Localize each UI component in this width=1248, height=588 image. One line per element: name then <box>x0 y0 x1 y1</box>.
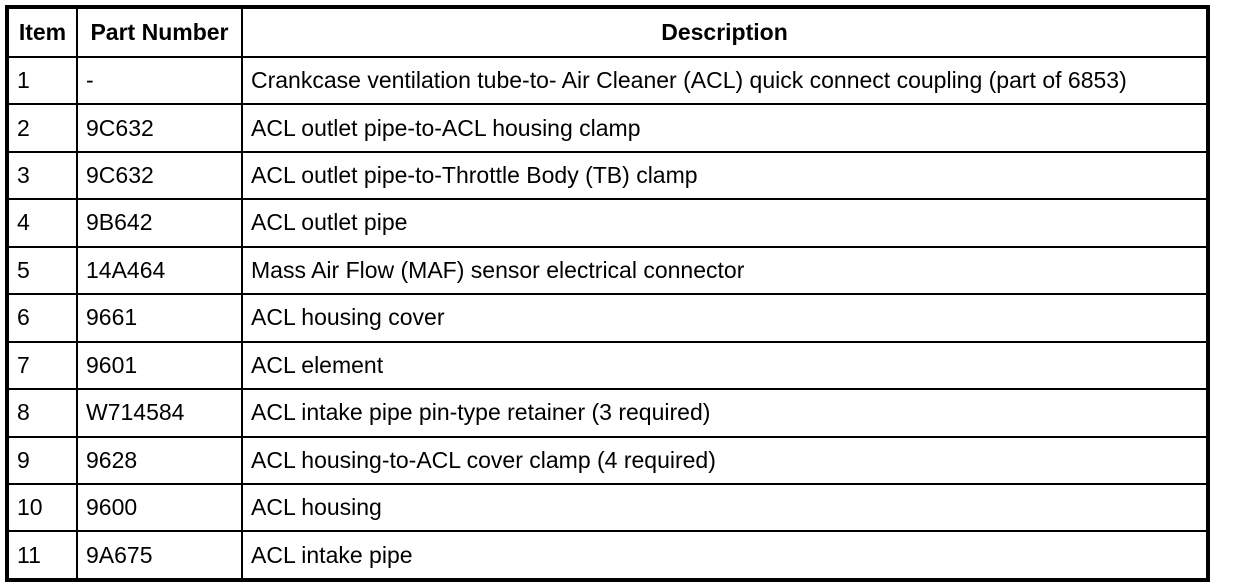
cell-item: 9 <box>6 435 78 485</box>
table-body: 1-Crankcase ventilation tube-to- Air Cle… <box>6 55 1209 581</box>
cell-item: 7 <box>6 340 78 391</box>
cell-item: 4 <box>6 198 78 248</box>
cell-description: ACL outlet pipe-to-ACL housing clamp <box>241 103 1209 153</box>
cell-item: 8 <box>6 388 78 438</box>
cell-description: ACL outlet pipe-to-Throttle Body (TB) cl… <box>241 150 1209 201</box>
column-header-part-number: Part Number <box>76 6 243 58</box>
parts-table-container: Item Part Number Description 1-Crankcase… <box>5 5 1210 582</box>
cell-part-number: 9600 <box>76 482 243 533</box>
cell-item: 2 <box>6 103 78 153</box>
table-row: 1-Crankcase ventilation tube-to- Air Cle… <box>6 55 1209 106</box>
cell-description: Crankcase ventilation tube-to- Air Clean… <box>241 55 1209 106</box>
cell-description: ACL housing cover <box>241 293 1209 343</box>
cell-item: 11 <box>6 530 78 581</box>
cell-description: ACL intake pipe <box>241 530 1209 581</box>
cell-part-number: 9661 <box>76 293 243 343</box>
table-header-row: Item Part Number Description <box>6 6 1209 58</box>
table-header: Item Part Number Description <box>6 6 1209 58</box>
cell-part-number: 9C632 <box>76 103 243 153</box>
column-header-item: Item <box>6 6 78 58</box>
cell-description: ACL intake pipe pin-type retainer (3 req… <box>241 388 1209 438</box>
cell-part-number: 9601 <box>76 340 243 391</box>
cell-item: 1 <box>6 55 78 106</box>
cell-part-number: - <box>76 55 243 106</box>
cell-part-number: 9B642 <box>76 198 243 248</box>
cell-item: 5 <box>6 245 78 296</box>
cell-description: ACL outlet pipe <box>241 198 1209 248</box>
cell-item: 10 <box>6 482 78 533</box>
cell-description: ACL housing <box>241 482 1209 533</box>
cell-description: ACL housing-to-ACL cover clamp (4 requir… <box>241 435 1209 485</box>
cell-item: 6 <box>6 293 78 343</box>
parts-list-table: Item Part Number Description 1-Crankcase… <box>5 5 1210 582</box>
cell-part-number: 9C632 <box>76 150 243 201</box>
cell-description: ACL element <box>241 340 1209 391</box>
cell-description: Mass Air Flow (MAF) sensor electrical co… <box>241 245 1209 296</box>
cell-part-number: 9628 <box>76 435 243 485</box>
cell-part-number: 9A675 <box>76 530 243 581</box>
cell-part-number: W714584 <box>76 388 243 438</box>
column-header-description: Description <box>241 6 1209 58</box>
cell-item: 3 <box>6 150 78 201</box>
cell-part-number: 14A464 <box>76 245 243 296</box>
